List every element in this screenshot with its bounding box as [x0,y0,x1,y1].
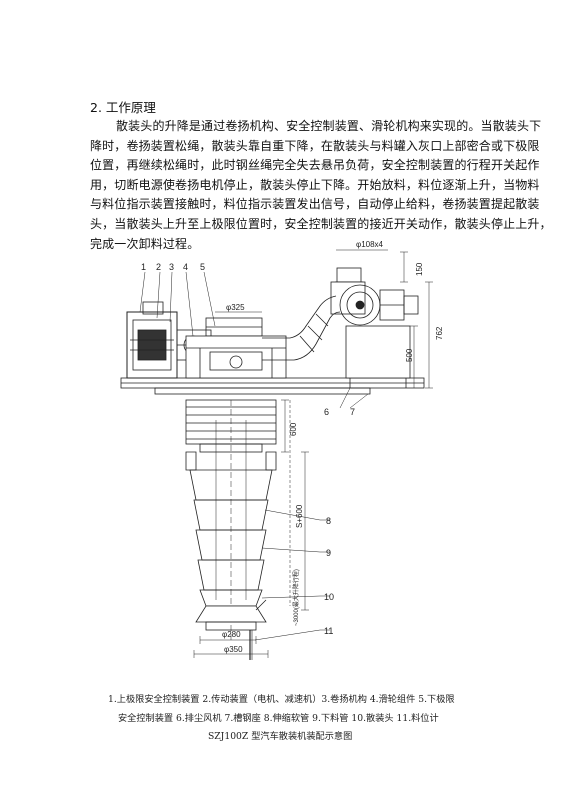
fan-duct [262,295,341,361]
part-number-8: 8 [326,516,331,526]
paragraph-line: 与料位指示装置接触时，料位指示装置发出信号，自动停止给料，卷扬装置提起散装 [90,197,540,212]
dim-inlet-325: φ325 [226,303,245,312]
dim-top-150: 150 [415,262,424,276]
dimension-labels: φ108x4 150 762 500 φ325 600 S+600 ~3000(… [222,240,444,654]
loading-head [195,599,267,631]
dim-travel: ~3000(最大升降行程) [292,569,300,626]
part-number-2: 2 [156,262,161,272]
figure-title: SZJ100Z 型汽车散装机装配示意图 [208,731,353,742]
paragraph-line: 散装头的升降是通过卷扬机构、安全控制装置、滑轮机构来实现的。当散装头下 [116,119,542,133]
caption-line-1: 1.上极限安全控制装置 2.传动装置（电机、减速机）3.卷扬机构 4.滑轮组件 … [108,694,455,705]
telescopic-hose [185,399,277,453]
part-number-11: 11 [324,626,333,636]
paragraph-line: 位置，再继续松绳时，此时钢丝绳完全失去悬吊负荷，安全控制装置的行程开关起作 [90,158,540,173]
body-paragraph: 散装头的升降是通过卷扬机构、安全控制装置、滑轮机构来实现的。当散装头下 降时，卷… [90,117,552,254]
dim-bellows-600: 600 [289,422,298,436]
part-number-10: 10 [324,592,334,602]
dim-right-762: 762 [435,326,444,340]
dim-outlet-350: φ350 [224,645,243,654]
section-heading: 2. 工作原理 [90,100,156,115]
part-number-1: 1 [141,262,146,272]
paragraph-line: 降时，卷扬装置松绳，散装头靠自重下降，在散装头与料罐入灰口上部密合或下极限 [90,138,540,153]
loading-pipe [185,400,277,640]
dim-stroke: S+600 [295,504,304,528]
part-number-3: 3 [169,262,174,272]
dim-right-500: 500 [405,348,414,362]
channel-steel-base [120,377,425,395]
dim-outlet-280: φ280 [222,630,241,639]
level-indicator [249,630,253,660]
leader-lines [139,271,369,641]
paragraph-line: 头，当散装头上升至上极限位置时，安全控制装置的接近开关动作，散装头停止上升， [90,216,552,231]
exhaust-fan [330,267,419,388]
part-number-5: 5 [200,262,205,272]
part-number-6: 6 [324,407,329,417]
part-labels: 1 2 3 4 5 6 7 8 9 10 11 [141,262,355,636]
dimension-lines [193,249,433,658]
dim-fan-duct: φ108x4 [356,240,384,249]
part-number-4: 4 [183,262,188,272]
caption-line-2: 安全控制装置 6.排尘风机 7.槽钢座 8.伸缩软管 9.下料管 10.散装头 … [118,713,439,724]
paragraph-line: 用，切断电源使卷扬电机停止，散装头停止下降。开始放料，料位逐渐上升，当物料 [90,177,540,192]
drive-unit [126,301,212,379]
paragraph-line: 完成一次卸料过程。 [90,236,200,251]
part-number-7: 7 [350,407,355,417]
part-number-9: 9 [326,548,331,558]
pulley-assembly [185,317,287,379]
